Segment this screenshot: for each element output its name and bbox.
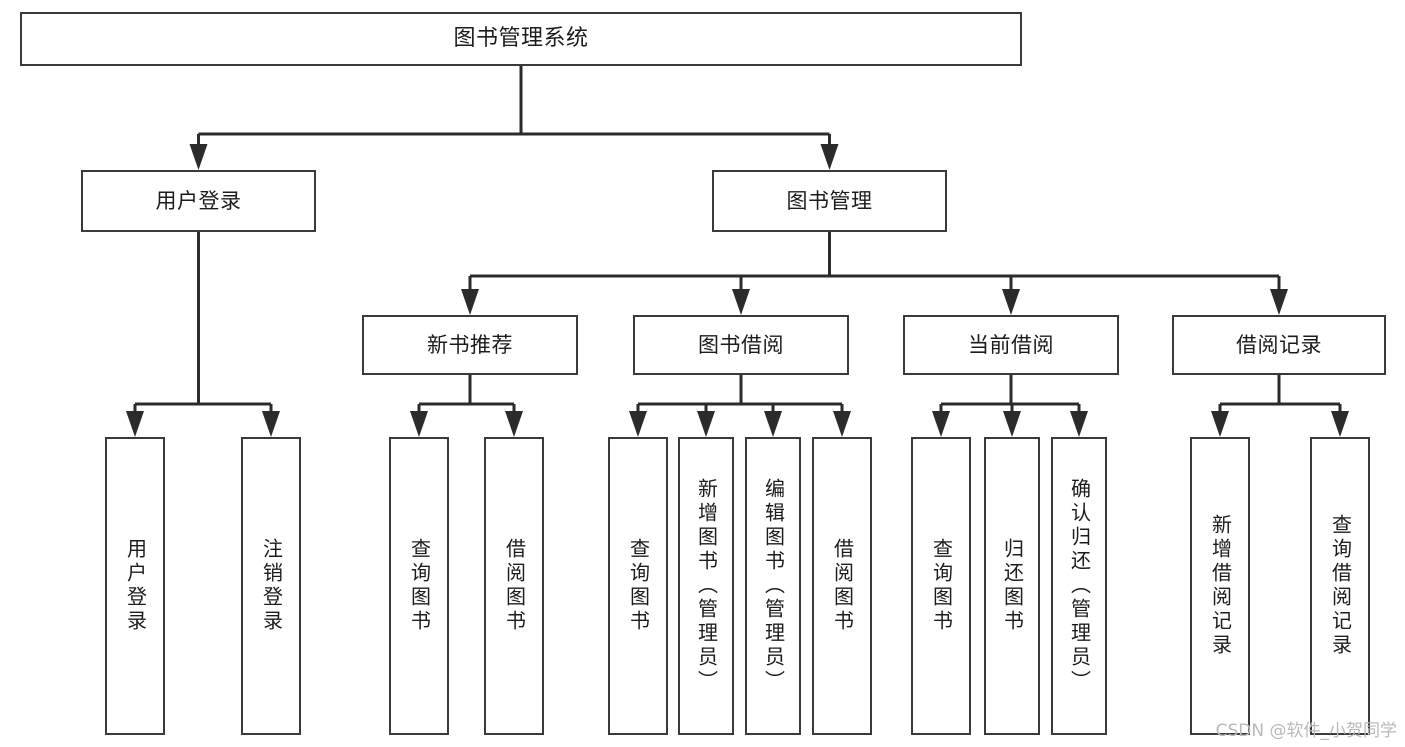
node-label-root: 图书管理系统	[453, 26, 589, 52]
node-label-leaf-nb-query: 查询图书	[407, 538, 432, 634]
arrowhead-login	[189, 144, 208, 170]
node-label-leaf-cur-return: 归还图书	[1000, 538, 1025, 634]
node-label-leaf-bw-query: 查询图书	[626, 538, 651, 634]
node-leaf-rec-add[interactable]: 新增借阅记录	[1190, 437, 1250, 735]
node-leaf-rec-query[interactable]: 查询借阅记录	[1310, 437, 1370, 735]
node-leaf-user-logout[interactable]: 注销登录	[241, 437, 301, 735]
node-bookmgmt[interactable]: 图书管理	[712, 170, 947, 232]
watermark-text: CSDN @软件_小贺同学	[1215, 721, 1397, 741]
node-label-leaf-bw-add: 新增图书（管理员）	[694, 478, 719, 694]
node-leaf-bw-query[interactable]: 查询图书	[608, 437, 668, 735]
node-label-current: 当前借阅	[968, 332, 1054, 357]
node-leaf-bw-borrow[interactable]: 借阅图书	[812, 437, 872, 735]
node-records[interactable]: 借阅记录	[1172, 315, 1386, 375]
node-label-leaf-rec-query: 查询借阅记录	[1328, 514, 1353, 658]
node-label-leaf-rec-add: 新增借阅记录	[1208, 514, 1233, 658]
arrowhead-leaf-user-logout	[262, 411, 280, 437]
arrowhead-leaf-bw-query	[629, 411, 647, 437]
arrowhead-bookmgmt	[820, 144, 839, 170]
node-leaf-bw-add[interactable]: 新增图书（管理员）	[678, 437, 734, 735]
arrowhead-leaf-rec-add	[1211, 411, 1229, 437]
node-leaf-bw-edit[interactable]: 编辑图书（管理员）	[745, 437, 801, 735]
arrowhead-leaf-rec-query	[1331, 411, 1349, 437]
node-label-newbook: 新书推荐	[427, 332, 513, 357]
node-label-login: 用户登录	[155, 188, 242, 213]
node-leaf-cur-confirm[interactable]: 确认归还（管理员）	[1051, 437, 1107, 735]
arrowhead-leaf-user-login	[126, 411, 144, 437]
arrowhead-leaf-bw-borrow	[833, 411, 851, 437]
arrowhead-leaf-cur-query	[932, 411, 950, 437]
node-current[interactable]: 当前借阅	[903, 315, 1119, 375]
arrowhead-leaf-bw-edit	[764, 411, 782, 437]
arrowhead-current	[1002, 289, 1020, 315]
node-leaf-cur-return[interactable]: 归还图书	[984, 437, 1040, 735]
node-leaf-cur-query[interactable]: 查询图书	[911, 437, 971, 735]
arrowhead-records	[1270, 289, 1288, 315]
arrowhead-leaf-nb-query	[410, 411, 428, 437]
node-borrow[interactable]: 图书借阅	[633, 315, 849, 375]
node-leaf-user-login[interactable]: 用户登录	[105, 437, 165, 735]
node-label-leaf-user-login: 用户登录	[123, 538, 148, 634]
node-label-leaf-cur-query: 查询图书	[929, 538, 954, 634]
node-label-borrow: 图书借阅	[698, 332, 784, 357]
node-label-records: 借阅记录	[1236, 332, 1322, 357]
arrowhead-leaf-cur-confirm	[1070, 411, 1088, 437]
node-label-leaf-bw-edit: 编辑图书（管理员）	[761, 478, 786, 694]
arrowhead-leaf-nb-borrow	[505, 411, 523, 437]
arrowhead-newbook	[461, 289, 479, 315]
arrowhead-leaf-cur-return	[1003, 411, 1021, 437]
node-login[interactable]: 用户登录	[81, 170, 316, 232]
node-label-leaf-bw-borrow: 借阅图书	[830, 538, 855, 634]
node-newbook[interactable]: 新书推荐	[362, 315, 578, 375]
arrowhead-borrow	[732, 289, 750, 315]
node-label-leaf-user-logout: 注销登录	[259, 538, 284, 634]
node-label-bookmgmt: 图书管理	[786, 188, 873, 213]
node-leaf-nb-query[interactable]: 查询图书	[389, 437, 449, 735]
arrowhead-leaf-bw-add	[697, 411, 715, 437]
node-label-leaf-cur-confirm: 确认归还（管理员）	[1067, 478, 1092, 694]
node-label-leaf-nb-borrow: 借阅图书	[502, 538, 527, 634]
node-leaf-nb-borrow[interactable]: 借阅图书	[484, 437, 544, 735]
node-root[interactable]: 图书管理系统	[20, 12, 1022, 66]
